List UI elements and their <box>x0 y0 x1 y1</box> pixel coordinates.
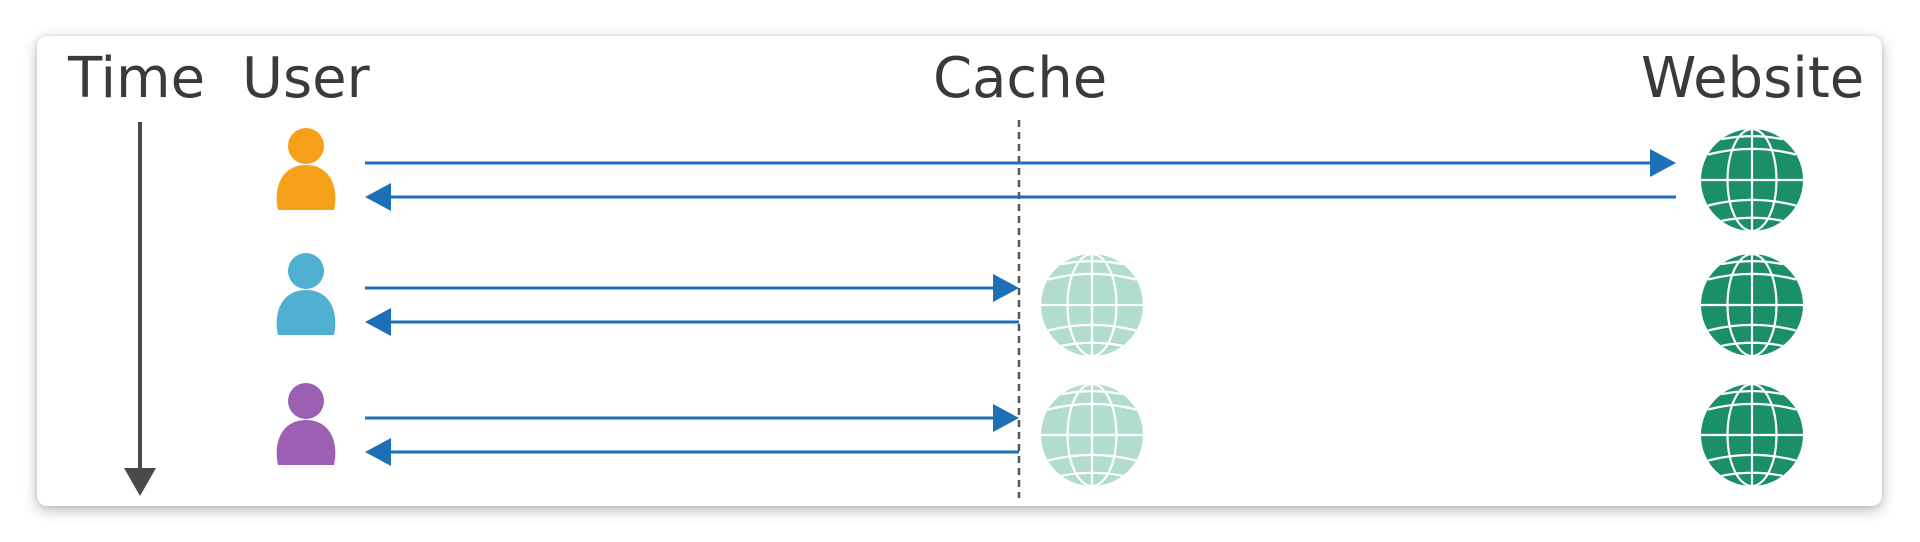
cached-globe-icon <box>1041 252 1143 358</box>
user-header: User <box>242 46 370 111</box>
response-arrow <box>365 438 1019 466</box>
row-1 <box>276 127 1803 233</box>
cached-globe-icon <box>1041 382 1143 488</box>
website-globe-icon <box>1701 127 1803 233</box>
row-3 <box>276 382 1803 488</box>
cache-header: Cache <box>933 46 1108 111</box>
response-arrow <box>365 183 1676 211</box>
request-arrow <box>365 149 1676 177</box>
user-2-person-icon <box>276 253 336 335</box>
time-header: Time <box>68 46 206 111</box>
website-globe-icon <box>1701 252 1803 358</box>
user-3-person-icon <box>276 383 336 465</box>
website-globe-icon <box>1701 382 1803 488</box>
row-2 <box>276 252 1803 358</box>
website-header: Website <box>1641 46 1865 111</box>
time-axis <box>124 122 156 496</box>
request-arrow <box>365 404 1019 432</box>
diagram-card <box>37 36 1882 506</box>
user-1-person-icon <box>276 128 336 210</box>
request-arrow <box>365 274 1019 302</box>
response-arrow <box>365 308 1019 336</box>
